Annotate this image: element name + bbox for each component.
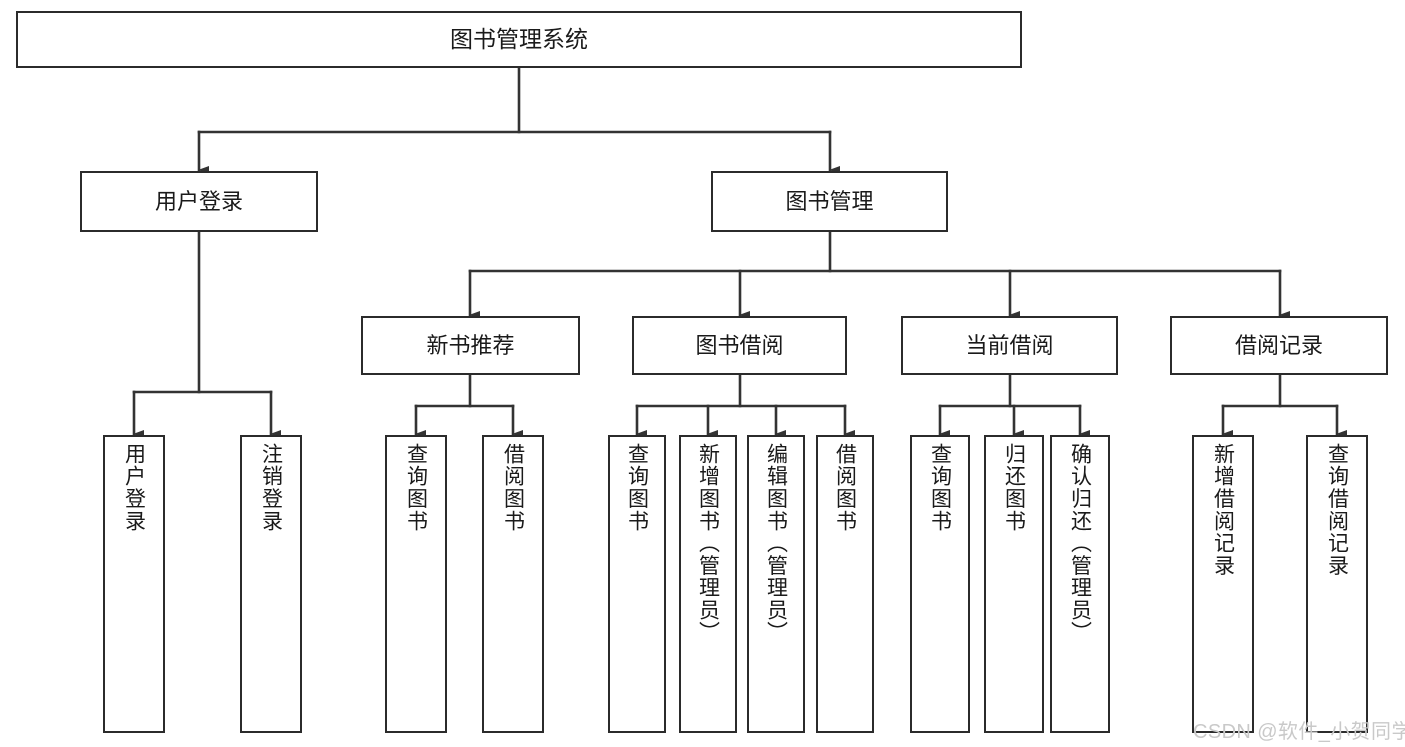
node-leaf-return-book-label: 归还图书 [1002,443,1026,533]
node-book-borrow-label: 图书借阅 [695,332,784,358]
node-borrow-record[interactable]: 借阅记录 [1170,316,1388,375]
node-leaf-confirm-return[interactable]: 确认归还（管理员） [1050,435,1110,733]
node-leaf-edit-book[interactable]: 编辑图书（管理员） [747,435,805,733]
node-root[interactable]: 图书管理系统 [16,11,1022,68]
node-leaf-query-book-3[interactable]: 查询图书 [910,435,970,733]
node-book-manage-label: 图书管理 [785,188,874,214]
node-leaf-query-record[interactable]: 查询借阅记录 [1306,435,1368,733]
node-leaf-user-login-label: 用户登录 [122,443,146,533]
node-new-book-recommend[interactable]: 新书推荐 [361,316,580,375]
node-current-borrow[interactable]: 当前借阅 [901,316,1118,375]
node-leaf-user-logout-label: 注销登录 [259,443,283,533]
node-leaf-borrow-book-2-label: 借阅图书 [833,443,857,533]
node-leaf-query-book-2-label: 查询图书 [625,443,649,533]
node-leaf-query-book-1[interactable]: 查询图书 [385,435,447,733]
node-leaf-borrow-book-2[interactable]: 借阅图书 [816,435,874,733]
node-leaf-borrow-book-1[interactable]: 借阅图书 [482,435,544,733]
node-book-borrow[interactable]: 图书借阅 [632,316,847,375]
node-current-borrow-label: 当前借阅 [965,332,1054,358]
node-leaf-borrow-book-1-label: 借阅图书 [501,443,525,533]
node-leaf-add-record-label: 新增借阅记录 [1211,443,1235,577]
node-borrow-record-label: 借阅记录 [1234,332,1323,358]
node-leaf-query-record-label: 查询借阅记录 [1325,443,1349,577]
node-leaf-user-logout[interactable]: 注销登录 [240,435,302,733]
node-leaf-confirm-return-label: 确认归还（管理员） [1068,443,1092,644]
node-leaf-return-book[interactable]: 归还图书 [984,435,1044,733]
node-leaf-add-book-label: 新增图书（管理员） [696,443,720,644]
node-leaf-query-book-1-label: 查询图书 [404,443,428,533]
node-leaf-add-book[interactable]: 新增图书（管理员） [679,435,737,733]
node-leaf-edit-book-label: 编辑图书（管理员） [764,443,788,644]
node-leaf-user-login[interactable]: 用户登录 [103,435,165,733]
node-user-login[interactable]: 用户登录 [80,171,318,232]
node-leaf-query-book-2[interactable]: 查询图书 [608,435,666,733]
node-root-label: 图书管理系统 [450,26,588,53]
node-new-book-recommend-label: 新书推荐 [426,332,515,358]
node-leaf-query-book-3-label: 查询图书 [928,443,952,533]
node-leaf-add-record[interactable]: 新增借阅记录 [1192,435,1254,733]
node-book-manage[interactable]: 图书管理 [711,171,948,232]
node-user-login-label: 用户登录 [154,188,243,214]
